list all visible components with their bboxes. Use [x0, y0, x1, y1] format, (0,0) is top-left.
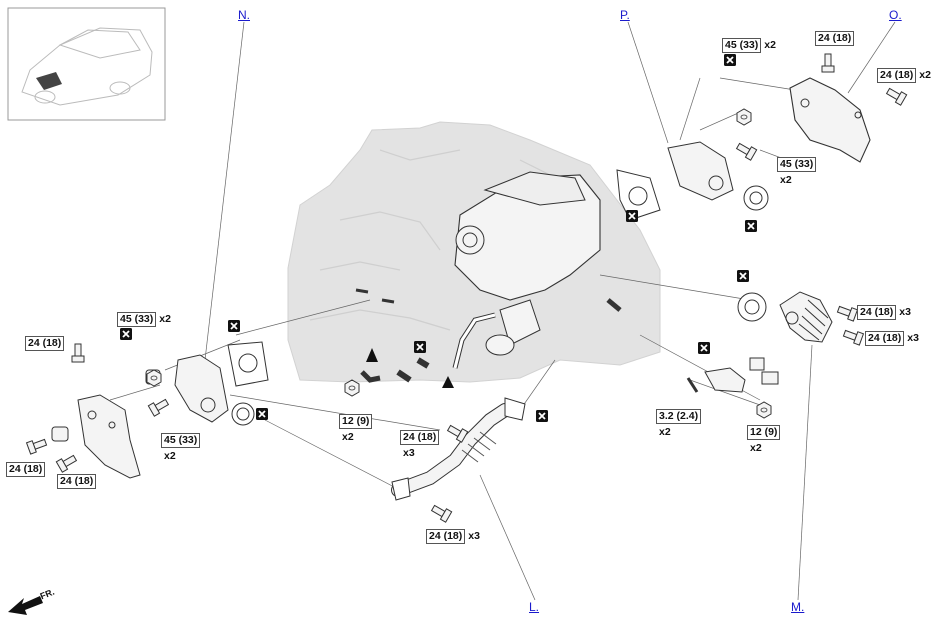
- arrow-up-icon: [442, 376, 454, 388]
- torque-label: 24 (18)x3: [865, 331, 919, 346]
- torque-label: 12 (9)x2: [747, 425, 781, 455]
- egr-bracket-upper-p: [667, 141, 734, 201]
- nut-icon: [736, 108, 752, 126]
- replace-part-icon: [255, 407, 269, 421]
- torque-label: 45 (33)x2: [777, 157, 817, 187]
- callout-link-p[interactable]: P.: [620, 8, 630, 22]
- egr-bracket-left: [174, 354, 229, 423]
- bolt-icon: [429, 502, 453, 523]
- egr-cooler-flex-m: [779, 291, 833, 343]
- egr-valve-small: [704, 357, 779, 393]
- torque-label: 24 (18): [815, 31, 855, 46]
- replace-part-icon: [736, 269, 750, 283]
- nut-icon: [344, 379, 360, 397]
- replace-part-icon: [744, 219, 758, 233]
- callout-link-o[interactable]: O.: [889, 8, 902, 22]
- gasket-right-m: [737, 292, 767, 322]
- gasket-left-1: [227, 341, 269, 387]
- replace-part-icon: [697, 341, 711, 355]
- bolt-icon: [835, 303, 858, 322]
- callout-link-n[interactable]: N.: [238, 8, 250, 22]
- bolt-icon: [841, 327, 864, 346]
- pipe-clips: [360, 298, 622, 383]
- torque-label: 24 (18): [25, 336, 65, 351]
- torque-label: 45 (33)x2: [117, 312, 171, 327]
- gasket-left-2: [231, 402, 255, 426]
- torque-label: 12 (9)x2: [339, 414, 373, 444]
- bolt-icon: [71, 343, 85, 363]
- replace-part-icon: [535, 409, 549, 423]
- gasket-upper-p2: [743, 185, 769, 211]
- egr-small-pipe: [452, 312, 496, 369]
- bolt-icon: [884, 85, 908, 106]
- torque-label: 45 (33)x2: [161, 433, 201, 463]
- replace-part-icon: [413, 340, 427, 354]
- replace-part-icon: [227, 319, 241, 333]
- torque-label: 24 (18)x3: [426, 529, 480, 544]
- nut-icon: [146, 369, 162, 387]
- torque-label: 24 (18)x3: [857, 305, 911, 320]
- egr-pipe-lower: [391, 397, 526, 501]
- nut-icon: [756, 401, 772, 419]
- heat-shield-upper-o: [789, 77, 871, 163]
- replace-part-icon: [723, 53, 737, 67]
- bolt-icon: [55, 452, 79, 473]
- stud-bolts: [355, 288, 699, 393]
- bolt-icon: [147, 396, 171, 417]
- torque-label: 45 (33)x2: [722, 38, 776, 53]
- replace-part-icon: [625, 209, 639, 223]
- bolt-icon: [734, 140, 758, 161]
- vehicle-locator-thumbnail: [7, 7, 166, 121]
- torque-label: 24 (18)x2: [877, 68, 931, 83]
- turbocharger-assembly: [454, 171, 601, 356]
- torque-label: 3.2 (2.4)x2: [656, 409, 702, 439]
- bolt-icon: [26, 436, 49, 455]
- bolt-icon: [821, 53, 835, 73]
- torque-label: 24 (18): [6, 462, 46, 477]
- callout-link-l[interactable]: L.: [529, 600, 540, 614]
- callout-link-m[interactable]: M.: [791, 600, 805, 614]
- arrow-up-icon: [366, 348, 378, 362]
- gasket-upper-p: [616, 169, 661, 221]
- heat-shield-left: [77, 394, 141, 479]
- front-direction-arrow-icon: [8, 596, 43, 615]
- torque-label: 24 (18)x3: [400, 430, 440, 460]
- torque-label: 24 (18): [57, 474, 97, 489]
- replace-part-icon: [119, 327, 133, 341]
